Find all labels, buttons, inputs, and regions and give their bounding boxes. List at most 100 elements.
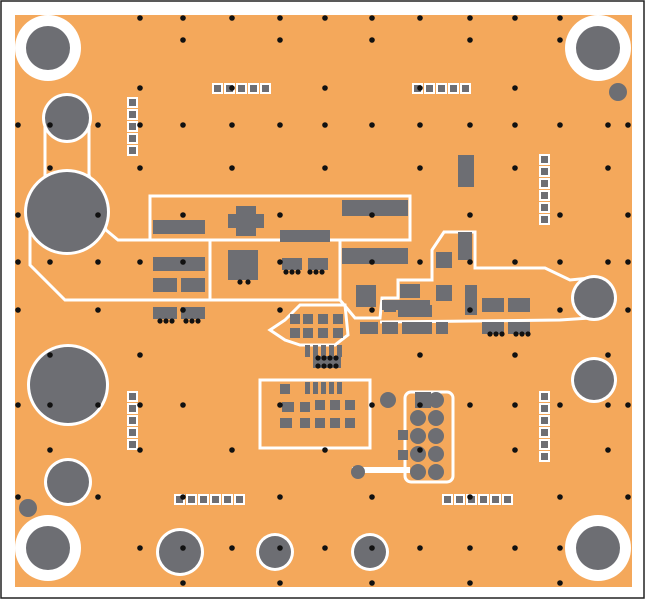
resistor-pad xyxy=(539,202,550,213)
via xyxy=(295,269,301,275)
resistor-pad xyxy=(539,403,550,414)
smd-pad xyxy=(280,418,292,428)
through-hole-pad xyxy=(410,410,426,426)
through-hole-pad xyxy=(351,465,365,479)
via xyxy=(625,122,631,128)
via xyxy=(333,355,339,361)
through-hole-pad xyxy=(574,278,614,318)
through-hole-pad xyxy=(428,464,444,480)
via xyxy=(625,259,631,265)
vias xyxy=(15,15,631,586)
resistor-pad xyxy=(127,427,138,438)
via xyxy=(277,122,283,128)
smd-pad xyxy=(329,345,334,357)
resistor-pad xyxy=(212,83,223,94)
through-hole-pad xyxy=(259,536,291,568)
via xyxy=(229,447,235,453)
through-hole-pad xyxy=(47,461,89,503)
smd-pad xyxy=(436,252,452,268)
via xyxy=(605,259,611,265)
via xyxy=(605,352,611,358)
via xyxy=(369,307,375,313)
via xyxy=(467,212,473,218)
via xyxy=(487,331,493,337)
smd-pad xyxy=(282,258,302,270)
smd-pad xyxy=(290,314,300,324)
via xyxy=(519,331,525,337)
smd-pad xyxy=(342,200,408,216)
smd-pad xyxy=(436,285,452,301)
smd-pad xyxy=(313,382,318,394)
smd-pad xyxy=(303,314,313,324)
via xyxy=(467,494,473,500)
resistor-pad xyxy=(436,83,447,94)
resistor-pad xyxy=(260,83,271,94)
via xyxy=(137,122,143,128)
via xyxy=(15,122,21,128)
via xyxy=(180,580,186,586)
via xyxy=(625,494,631,500)
smd-pad xyxy=(360,322,378,334)
smd-pad xyxy=(321,382,326,394)
via xyxy=(557,580,563,586)
resistor-pad xyxy=(127,403,138,414)
resistor-pad xyxy=(127,391,138,402)
via xyxy=(557,545,563,551)
smd-pad xyxy=(337,345,342,357)
via xyxy=(95,259,101,265)
via xyxy=(417,122,423,128)
resistor-pad xyxy=(210,494,221,505)
smd-pad xyxy=(337,382,342,394)
smd-pad xyxy=(300,418,310,428)
via xyxy=(557,212,563,218)
via xyxy=(369,122,375,128)
smd-pad xyxy=(482,322,504,334)
through-hole-pad xyxy=(410,428,426,444)
through-hole-pad xyxy=(19,499,37,517)
via xyxy=(321,363,327,369)
smd-pad xyxy=(465,285,477,315)
via xyxy=(245,279,251,285)
via xyxy=(417,402,423,408)
through-hole-pad xyxy=(574,360,614,400)
through-hole-pad xyxy=(30,347,106,423)
smd-pad xyxy=(153,257,205,271)
via xyxy=(189,318,195,324)
via xyxy=(47,122,53,128)
via xyxy=(95,122,101,128)
via xyxy=(180,402,186,408)
via xyxy=(525,331,531,337)
via xyxy=(180,37,186,43)
resistor-pad xyxy=(539,391,550,402)
smd-pad xyxy=(345,418,355,428)
smd-pad xyxy=(508,298,530,312)
via xyxy=(327,363,333,369)
via xyxy=(512,165,518,171)
resistor-pad xyxy=(539,166,550,177)
via xyxy=(137,447,143,453)
smd-pad xyxy=(282,402,294,412)
smd-pad xyxy=(305,345,310,357)
via xyxy=(557,307,563,313)
smd-pad xyxy=(228,214,264,228)
via xyxy=(467,307,473,313)
smd-pad xyxy=(315,418,325,428)
via xyxy=(322,447,328,453)
smd-pad xyxy=(356,285,376,307)
via xyxy=(15,212,21,218)
resistor-pad xyxy=(186,494,197,505)
via xyxy=(15,307,21,313)
resistor-pad xyxy=(127,145,138,156)
via xyxy=(183,318,189,324)
via xyxy=(333,363,339,369)
via xyxy=(137,259,143,265)
resistor-pad xyxy=(248,83,259,94)
through-hole-pad xyxy=(428,392,444,408)
smd-pad xyxy=(280,384,290,394)
smd-pad xyxy=(153,307,177,319)
via xyxy=(277,259,283,265)
via xyxy=(499,331,505,337)
smd-pad xyxy=(458,232,472,260)
via xyxy=(369,580,375,586)
via xyxy=(289,269,295,275)
